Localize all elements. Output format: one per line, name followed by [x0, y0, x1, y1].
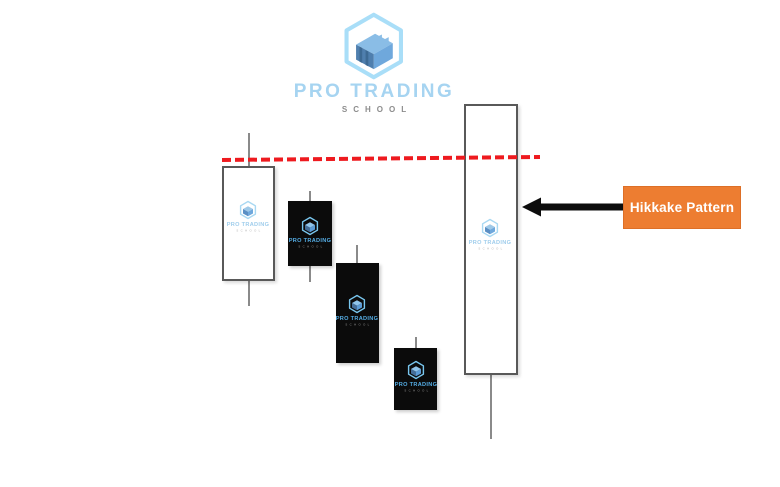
candle-1-body [222, 166, 275, 281]
arrowhead [522, 197, 541, 217]
candle-4-body [394, 348, 437, 410]
arrow-shaft [539, 203, 623, 211]
brand-logo: PRO TRADING SCHOOL [294, 12, 455, 114]
candle-2-body [288, 201, 332, 266]
candle-4-wick-top [415, 337, 417, 348]
candle-5-wick-bottom [490, 375, 492, 439]
annotation-arrow [522, 197, 623, 217]
candle-2-wick-top [309, 191, 311, 201]
brand-hexagon-icon [344, 12, 404, 80]
candle-1-wick-top [248, 133, 250, 166]
candle-1-wick-bottom [248, 281, 250, 306]
candle-2-wick-bottom [309, 266, 311, 282]
candle-3-wick-top [356, 245, 358, 263]
brand-subname: SCHOOL [341, 105, 413, 114]
candle-3-body [336, 263, 379, 363]
hexagon-outline [344, 12, 404, 80]
candle-5-body [464, 104, 518, 375]
pattern-label-text: Hikkake Pattern [629, 200, 735, 215]
cube-bars-glyph [356, 33, 394, 70]
pattern-label: Hikkake Pattern [623, 186, 741, 229]
brand-name: PRO TRADING [293, 81, 455, 102]
